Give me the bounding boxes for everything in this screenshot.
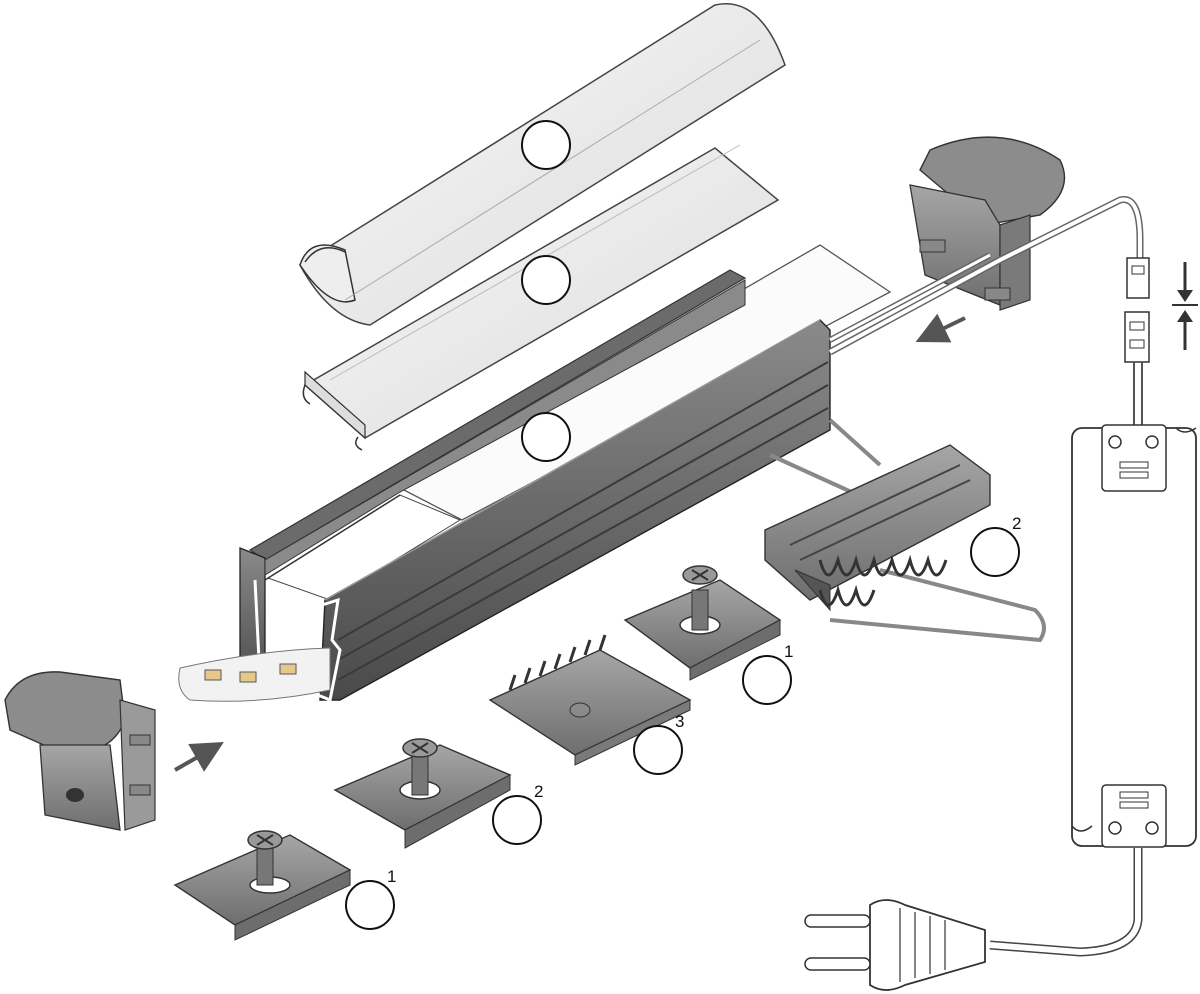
- callout-markers: 2 1 3 2 1: [345, 120, 1021, 930]
- callout-number-mount-bottom: 1: [387, 867, 396, 886]
- insert-direction-arrow-left: [174, 742, 224, 772]
- callout-number-mount-spring-strip: 3: [675, 712, 684, 731]
- led-chip: [204, 669, 222, 681]
- callout-number-spring-clip: 2: [1012, 514, 1021, 533]
- callout-circle-cover-flat-lower: [521, 412, 571, 462]
- callout-circle-mount-top: [742, 655, 792, 705]
- mounting-clip-bottom: [173, 830, 352, 941]
- mounting-clip-middle: [333, 738, 512, 849]
- connect-direction-arrows: [1172, 262, 1198, 350]
- spring-clip-bracket: [764, 418, 1046, 643]
- callout-circle-mount-mid: [492, 795, 542, 845]
- led-chip: [239, 671, 257, 683]
- aluminum-profile: [239, 269, 831, 703]
- callout-circle-cover-round: [521, 120, 571, 170]
- callout-number-mount-mid: 2: [534, 782, 543, 801]
- spring-coils: [818, 554, 948, 607]
- callout-circle-mount-bottom: [345, 880, 395, 930]
- callout-circle-mount-spring-strip: [633, 725, 683, 775]
- cable-to-connector: [828, 196, 1144, 356]
- connector-plug-male: [1126, 257, 1150, 299]
- mains-cable: [989, 848, 1143, 957]
- mounting-clip-top: [623, 565, 782, 681]
- mounting-spring-strip: [488, 634, 692, 766]
- callout-circle-spring-clip: [970, 527, 1020, 577]
- insert-direction-arrow-right: [915, 313, 966, 343]
- connector-plug-female: [1124, 311, 1150, 425]
- power-supply: [1071, 424, 1197, 848]
- end-cap-left: [4, 671, 156, 831]
- mains-plug: [804, 899, 986, 991]
- led-strip: [178, 647, 331, 702]
- callout-number-mount-top: 1: [784, 642, 793, 661]
- led-chip: [279, 663, 297, 675]
- callout-circle-cover-flat: [521, 255, 571, 305]
